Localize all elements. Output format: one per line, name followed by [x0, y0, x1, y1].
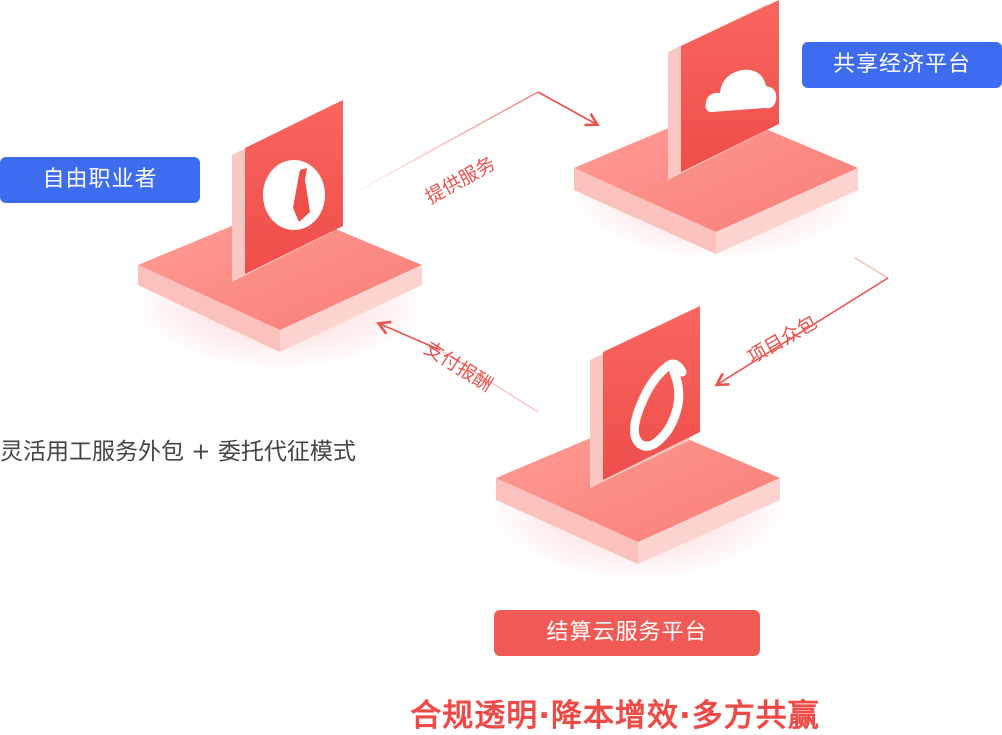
- node-freelancer-graphic: [130, 100, 430, 370]
- slogan: 合规透明·降本增效·多方共赢: [410, 698, 820, 734]
- badge-platform-label: 共享经济平台: [832, 52, 971, 77]
- badge-freelancer-label: 自由职业者: [42, 167, 158, 192]
- arrow-project-crowdsource: [714, 257, 889, 387]
- badge-freelancer: 自由职业者: [0, 157, 200, 203]
- badge-platform: 共享经济平台: [802, 42, 1002, 88]
- node-platform-graphic: [566, 0, 866, 260]
- tie-icon: [263, 160, 325, 230]
- node-settlement-graphic: [488, 306, 788, 580]
- badge-settlement: 结算云服务平台: [494, 610, 760, 656]
- mode-note: 灵活用工服务外包 + 委托代征模式: [0, 439, 356, 465]
- badge-settlement-label: 结算云服务平台: [546, 620, 708, 645]
- brand-logo-icon: [630, 359, 687, 451]
- arrow-pay-reward: [376, 320, 539, 413]
- arrow-provide-service: [344, 91, 600, 199]
- cloud-icon: [705, 69, 777, 112]
